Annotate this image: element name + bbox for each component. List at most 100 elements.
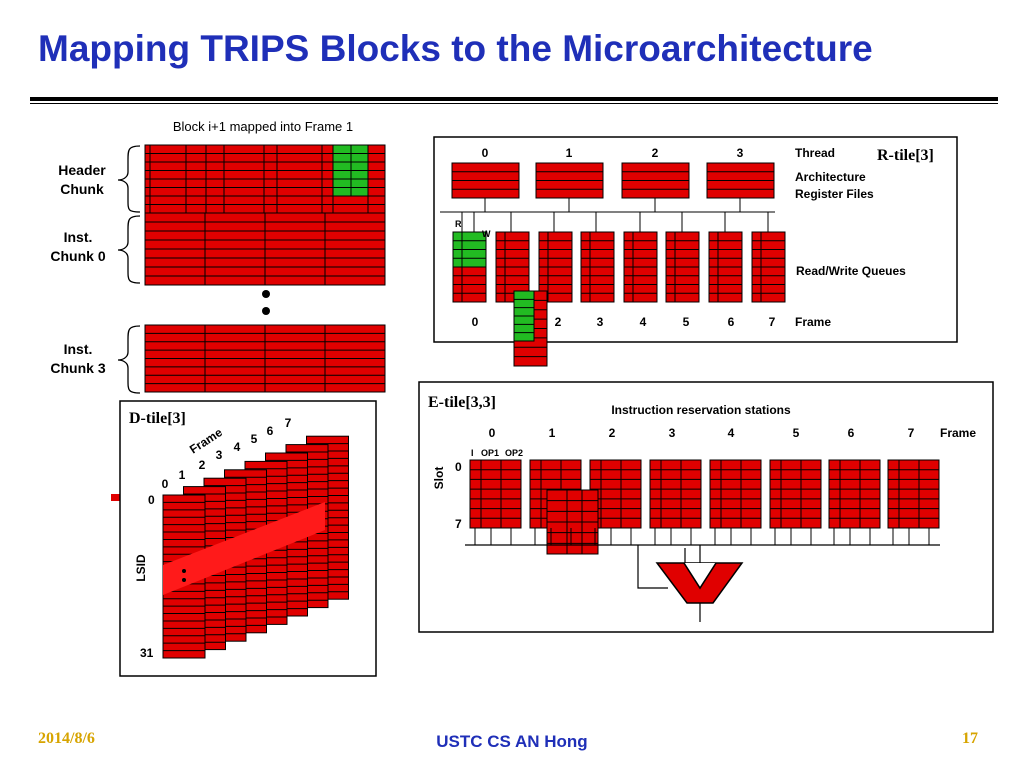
e-station-3-body (649, 459, 702, 529)
arch-file-2 (621, 162, 690, 199)
inst-chunk-0-label-1: Inst. (64, 229, 93, 245)
page-number: 17 (962, 730, 978, 747)
arch-file-0 (451, 162, 520, 199)
d-active-band (163, 502, 325, 595)
queue-frame-4 (623, 231, 658, 303)
queue-frame-3 (580, 231, 615, 303)
inst3-brace (117, 325, 141, 394)
queue-frame-1-active (513, 290, 535, 342)
footer-date: 2014/8/6 (38, 730, 95, 747)
r-arch-label-2: Register Files (795, 187, 874, 201)
e-tile-bus (465, 528, 940, 622)
slide-title: Mapping TRIPS Blocks to the Microarchite… (38, 28, 873, 69)
r-frame-label: Frame (795, 315, 831, 329)
r-thread-3: 3 (737, 146, 744, 160)
inst-chunk-0 (144, 212, 386, 286)
r-frame-labels: 0 2 3 4 5 6 7 (472, 315, 776, 329)
header-active-cells (332, 144, 369, 197)
d-lsid-bottom: 31 (140, 646, 154, 660)
e-station-6-body (828, 459, 881, 529)
r-frame-5: 5 (683, 315, 690, 329)
e-station-4 (709, 459, 762, 529)
e-slot-top: 0 (455, 460, 462, 474)
r-tile-title: R-tile[3] (877, 147, 934, 164)
arch-file-3 (706, 162, 775, 199)
d-frame-7: 7 (285, 416, 292, 430)
e-station-0 (469, 459, 522, 529)
d-lsid-label: LSID (134, 554, 148, 582)
header-brace (117, 145, 141, 213)
r-thread-2: 2 (652, 146, 659, 160)
e-slot-label: Slot (432, 467, 446, 490)
footer-center-text: USTC CS AN Hong (436, 732, 588, 751)
e-col-i: I (471, 448, 474, 458)
e-station-6 (828, 459, 881, 529)
d-frame-stack (162, 435, 349, 659)
block-caption: Block i+1 mapped into Frame 1 (173, 119, 353, 134)
r-queues-label: Read/Write Queues (796, 264, 906, 278)
queue-frame-6 (708, 231, 743, 303)
r-frame-3: 3 (597, 315, 604, 329)
e-frame-7: 7 (908, 426, 915, 440)
small-red-marker (111, 494, 121, 501)
e-col-op1: OP1 (481, 448, 499, 458)
e-col-op2: OP2 (505, 448, 523, 458)
e-station-1-shifted (546, 489, 599, 555)
inst3-grid (144, 324, 386, 393)
d-frame-2: 2 (199, 458, 206, 472)
ellipsis-dot-2 (262, 307, 270, 315)
e-frame-6: 6 (848, 426, 855, 440)
r-frame-7: 7 (769, 315, 776, 329)
r-thread-1: 1 (566, 146, 573, 160)
inst-chunk-3-label-1: Inst. (64, 341, 93, 357)
d-tile-title: D-tile[3] (129, 410, 186, 427)
e-station-3 (649, 459, 702, 529)
block-panel: Block i+1 mapped into Frame 1 Header Chu… (50, 119, 386, 394)
e-frame-label: Frame (940, 426, 976, 440)
e-tile-panel: E-tile[3,3] Instruction reservation stat… (418, 381, 994, 633)
e-station-0-body (469, 459, 522, 529)
inst-chunk-3 (144, 324, 386, 393)
e-frame-5: 5 (793, 426, 800, 440)
r-thread-label: Thread (795, 146, 835, 160)
d-frame-4: 4 (234, 440, 241, 454)
inst-chunk-3-label-2: Chunk 3 (50, 360, 105, 376)
header-chunk-label-2: Chunk (60, 181, 104, 197)
e-frame-2: 2 (609, 426, 616, 440)
d-frame-5: 5 (251, 432, 258, 446)
r-arch-label-1: Architecture (795, 170, 866, 184)
e-reservation-stations (469, 459, 940, 555)
header-chunk-label-1: Header (58, 162, 106, 178)
r-frame-0: 0 (472, 315, 479, 329)
r-thread-0: 0 (482, 146, 489, 160)
title-underline-thin (30, 103, 998, 104)
inst0-grid (144, 212, 386, 286)
d-frame-6: 6 (267, 424, 274, 438)
r-frame-4: 4 (640, 315, 647, 329)
e-frame-4: 4 (728, 426, 735, 440)
alu-notch (683, 562, 717, 590)
queue-active-read (452, 231, 487, 268)
d-lsid-top: 0 (148, 493, 155, 507)
d-ellipsis-dot-1 (182, 569, 186, 573)
r-frame-6: 6 (728, 315, 735, 329)
title-underline-thick (30, 97, 998, 101)
d-frame-0: 0 (162, 477, 169, 491)
e-station-7 (887, 459, 940, 529)
e-frame-3: 3 (669, 426, 676, 440)
d-ellipsis-dot-2 (182, 578, 186, 582)
r-write-label: W (482, 229, 491, 239)
e-stations-label: Instruction reservation stations (611, 403, 791, 417)
ellipsis-dot-1 (262, 290, 270, 298)
e-frame-1: 1 (549, 426, 556, 440)
e-station-7-body (887, 459, 940, 529)
e-station-5 (769, 459, 822, 529)
d-frame-3: 3 (216, 448, 223, 462)
d-frame-1: 1 (179, 468, 186, 482)
inst0-brace (117, 215, 141, 284)
r-frame-2: 2 (555, 315, 562, 329)
